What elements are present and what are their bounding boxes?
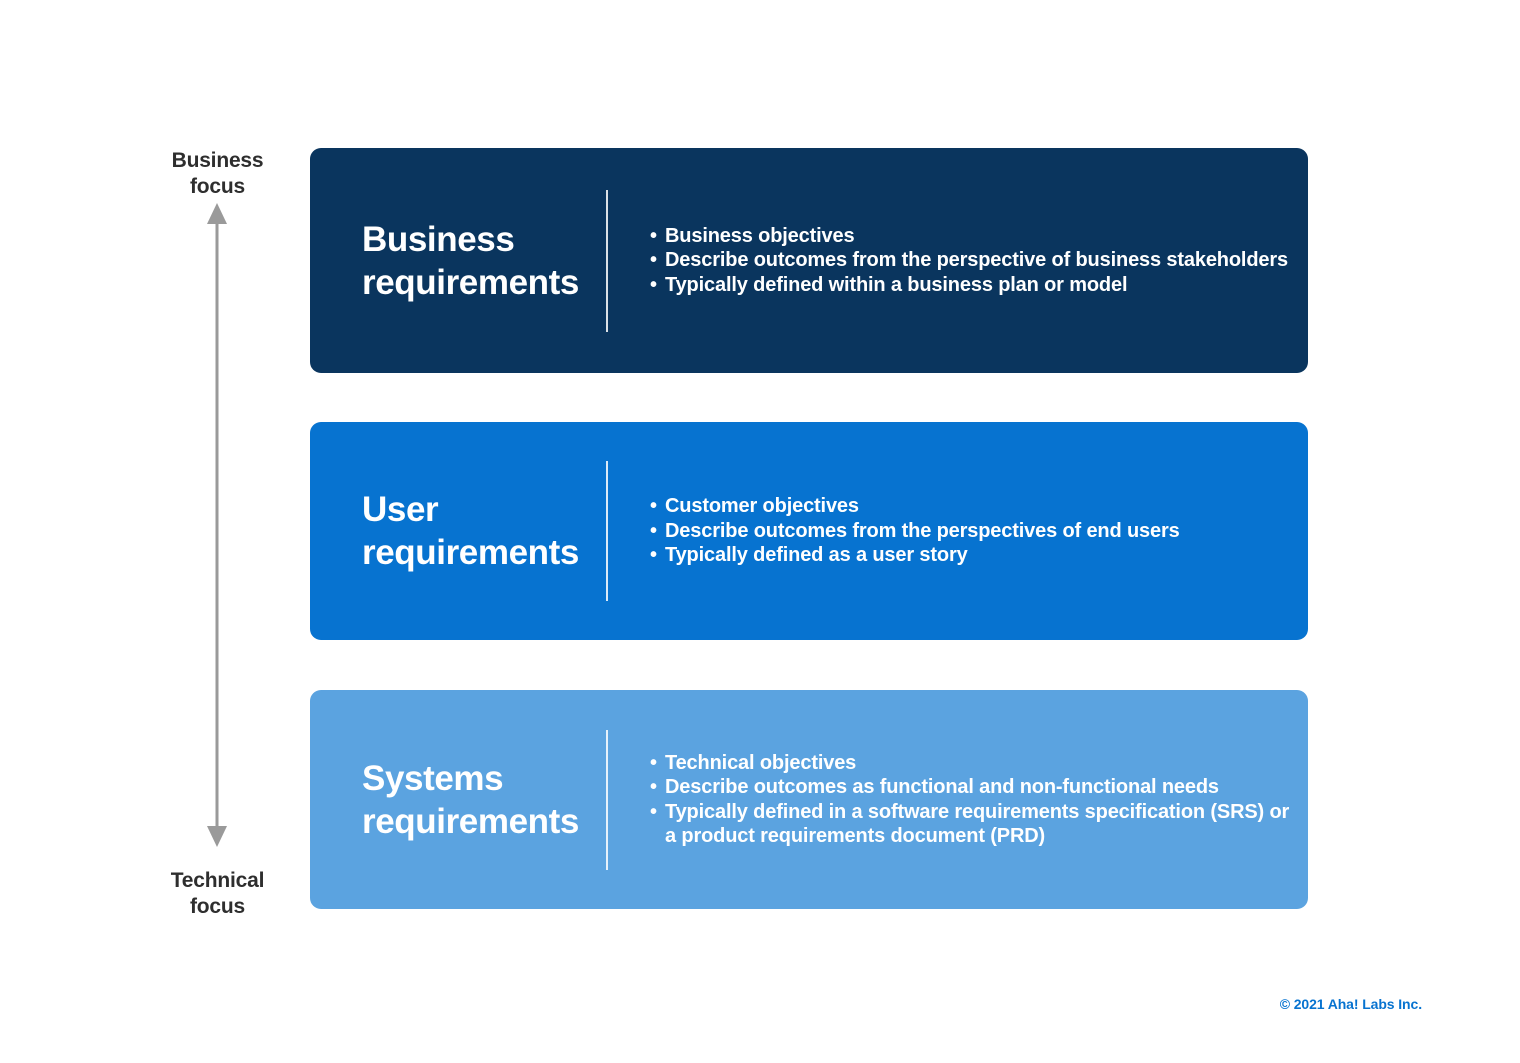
card-user-requirements: User requirements Customer objectives De… (310, 422, 1308, 640)
bidirectional-focus-arrow-icon (207, 203, 227, 847)
list-item: Business objectives (650, 224, 1294, 249)
list-item: Customer objectives (650, 494, 1294, 519)
list-item: Typically defined in a software requirem… (650, 800, 1294, 849)
card-business-requirements: Business requirements Business objective… (310, 148, 1308, 373)
card-bullet-list-business: Business objectives Describe outcomes fr… (608, 224, 1308, 298)
list-item: Describe outcomes from the perspectives … (650, 519, 1294, 544)
card-systems-requirements: Systems requirements Technical objective… (310, 690, 1308, 909)
card-divider (606, 729, 608, 870)
axis-label-technical-focus: Technical focus (170, 869, 265, 918)
card-title-systems-requirements: Systems requirements (362, 758, 579, 841)
focus-axis: Business focus Technical focus (130, 140, 305, 925)
card-bullet-list-systems: Technical objectives Describe outcomes a… (608, 751, 1308, 849)
list-item: Describe outcomes from the perspective o… (650, 248, 1294, 273)
card-divider (606, 189, 608, 332)
list-item: Describe outcomes as functional and non-… (650, 775, 1294, 800)
card-title-user-requirements: User requirements (362, 490, 579, 572)
card-title-business-requirements: Business requirements (362, 219, 579, 302)
list-item: Typically defined within a business plan… (650, 273, 1294, 298)
card-divider (606, 461, 608, 601)
list-item: Typically defined as a user story (650, 543, 1294, 568)
card-bullet-list-user: Customer objectives Describe outcomes fr… (608, 494, 1308, 568)
list-item: Technical objectives (650, 751, 1294, 776)
axis-label-business-focus: Business focus (171, 149, 264, 198)
copyright-notice: © 2021 Aha! Labs Inc. (1279, 996, 1422, 1012)
